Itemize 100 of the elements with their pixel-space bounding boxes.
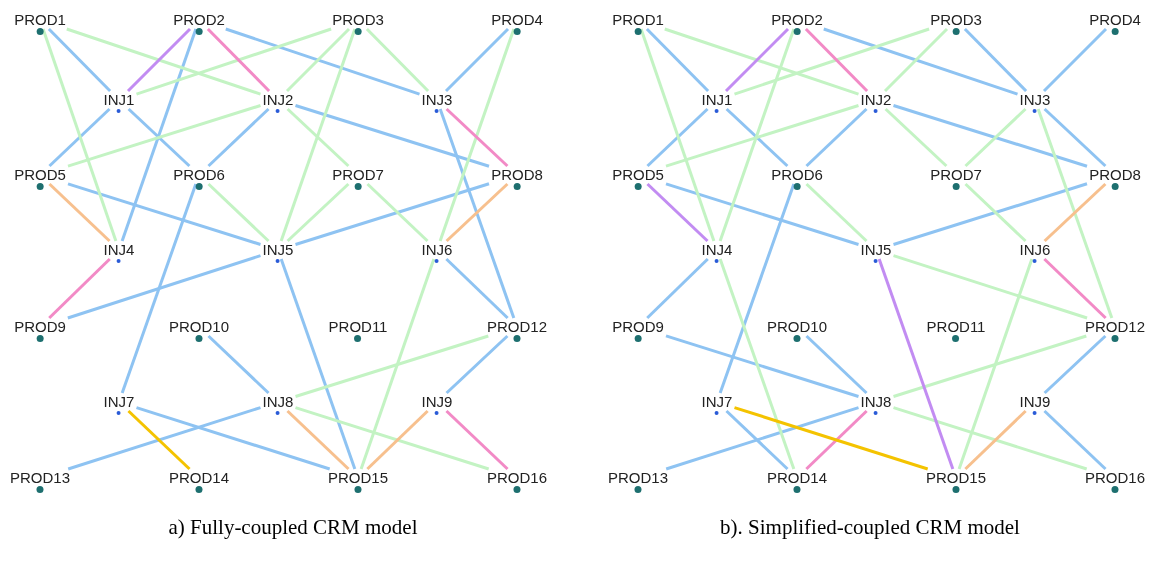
connector-line [893, 406, 1088, 471]
injector-well-label: INJ9 [1019, 394, 1051, 410]
connector-line [805, 107, 868, 168]
producer-well-label: PROD14 [767, 470, 827, 486]
connector-line [639, 28, 716, 242]
connector-line [66, 27, 261, 96]
injector-well-label: INJ3 [1019, 92, 1051, 108]
connector-line [734, 27, 930, 96]
injector-well-label: INJ7 [701, 394, 733, 410]
producer-well-label: PROD4 [491, 12, 543, 28]
connector-line [718, 183, 796, 394]
injector-well-label: INJ6 [1019, 242, 1051, 258]
producer-well-label: PROD13 [10, 470, 70, 486]
injector-well-label: INJ4 [701, 242, 733, 258]
connector-line [207, 334, 270, 395]
figure-caption: b). Simplified-coupled CRM model [720, 514, 1020, 541]
connector-line [725, 409, 789, 471]
connector-line [136, 406, 331, 471]
connector-line [295, 406, 490, 471]
producer-well-label: PROD9 [612, 319, 664, 335]
injector-well-label: INJ1 [103, 92, 135, 108]
connector-line [963, 27, 1028, 93]
connector-line [127, 107, 191, 168]
connector-line [1042, 27, 1108, 93]
injector-well-label: INJ7 [103, 394, 135, 410]
connector-line [805, 182, 868, 243]
connector-line [877, 258, 955, 470]
producer-well-label: PROD5 [14, 167, 66, 183]
injector-well-label: INJ1 [701, 92, 733, 108]
connector-line [41, 28, 118, 242]
connector-line [957, 258, 1034, 470]
producer-well-label: PROD7 [930, 167, 982, 183]
producer-well-label: PROD15 [328, 470, 388, 486]
connector-line [444, 27, 510, 93]
connector-line [893, 182, 1088, 246]
connector-line [206, 27, 271, 93]
injector-well-label: INJ5 [860, 242, 892, 258]
producer-well-label: PROD10 [767, 319, 827, 335]
connector-line [646, 257, 709, 320]
producer-well-label: PROD14 [169, 470, 229, 486]
connector-line [964, 107, 1027, 168]
connector-line [893, 254, 1088, 320]
injector-well-label: INJ2 [860, 92, 892, 108]
connector-line [718, 258, 796, 470]
connector-line [665, 104, 859, 168]
producer-well-label: PROD4 [1089, 12, 1141, 28]
connector-line [665, 406, 859, 471]
connector-line [734, 406, 929, 471]
connector-line [445, 409, 509, 471]
connector-line [67, 104, 261, 168]
connector-line [805, 334, 868, 395]
producer-well-label: PROD1 [612, 12, 664, 28]
connector-line [646, 182, 709, 243]
connector-line [207, 182, 270, 243]
connector-line [366, 409, 429, 471]
connector-line [279, 258, 357, 470]
producer-well-label: PROD12 [487, 319, 547, 335]
connector-line [823, 27, 1018, 96]
connector-line [120, 28, 198, 242]
connector-line [48, 182, 111, 243]
connector-line [225, 27, 420, 96]
connector-line [1043, 334, 1107, 395]
connector-line [804, 27, 869, 93]
producer-well-label: PROD8 [1089, 167, 1141, 183]
producer-well-label: PROD11 [926, 319, 986, 335]
connector-line [48, 257, 111, 320]
connector-line [646, 107, 709, 168]
connector-line [445, 334, 509, 395]
producer-well-label: PROD16 [487, 470, 547, 486]
injector-well-label: INJ9 [421, 394, 453, 410]
producer-well-label: PROD2 [771, 12, 823, 28]
connector-line [445, 182, 509, 243]
producer-well-label: PROD13 [608, 470, 668, 486]
connector-line [359, 258, 436, 470]
producer-well-label: PROD10 [169, 319, 229, 335]
producer-well-label: PROD12 [1085, 319, 1145, 335]
connector-line [1043, 107, 1107, 168]
connector-line [136, 27, 332, 96]
connector-line [286, 409, 350, 471]
connector-line [893, 104, 1088, 168]
producer-well-label: PROD6 [771, 167, 823, 183]
connector-line [286, 107, 350, 168]
producer-well-label: PROD15 [926, 470, 986, 486]
connector-line [438, 108, 516, 319]
connector-line [295, 334, 489, 398]
connector-line [279, 28, 357, 242]
connector-line [1036, 108, 1114, 319]
connector-line [295, 182, 490, 246]
injector-well-label: INJ5 [262, 242, 294, 258]
connector-line [120, 183, 198, 394]
connector-line [438, 28, 516, 242]
connector-line [1043, 257, 1107, 320]
producer-well-label: PROD5 [612, 167, 664, 183]
connector-line [126, 27, 192, 93]
producer-well-label: PROD11 [328, 319, 388, 335]
connector-line [1043, 182, 1107, 243]
connector-line [286, 182, 350, 243]
connector-line [665, 334, 859, 398]
connector-line [645, 27, 710, 93]
connector-line [285, 27, 351, 93]
